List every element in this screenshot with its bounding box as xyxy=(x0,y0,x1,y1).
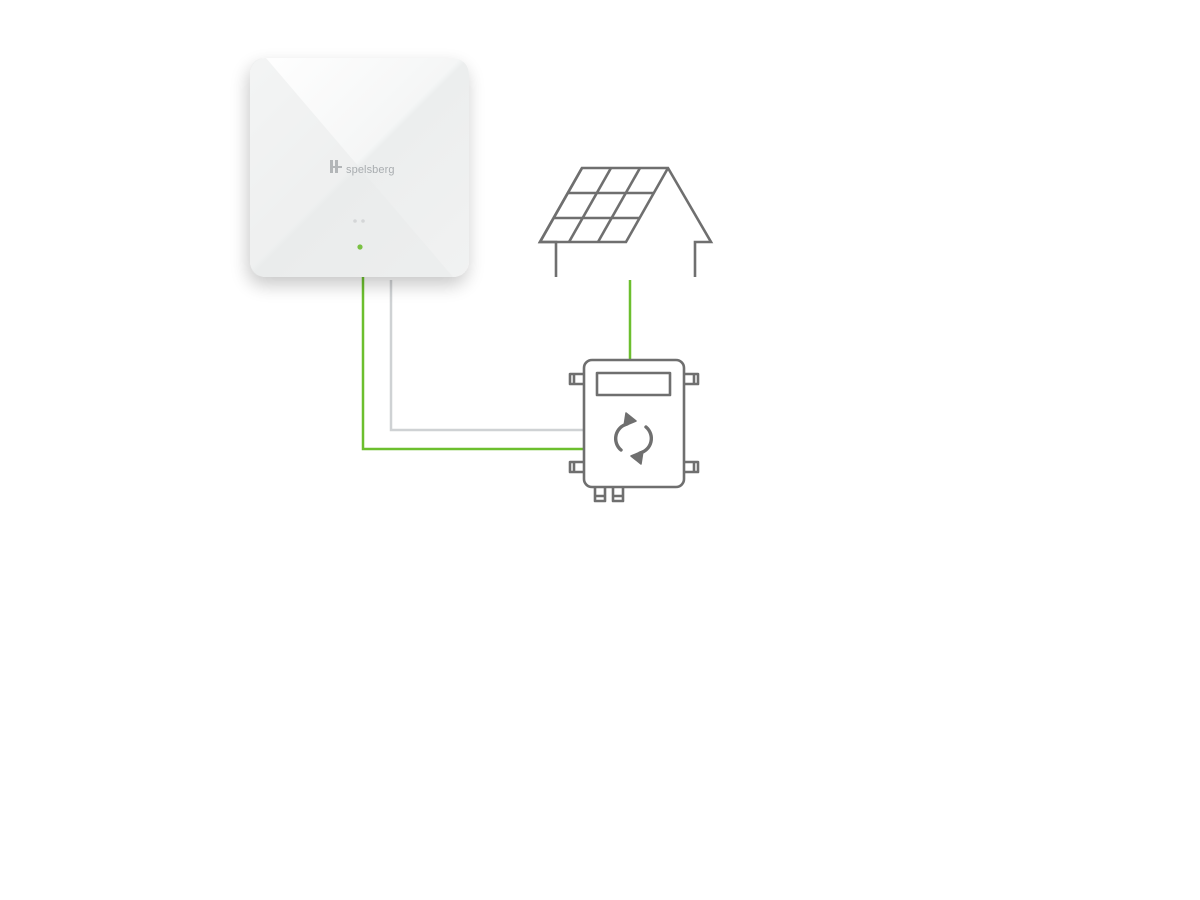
indicator-dot-left xyxy=(353,219,357,223)
indicator-dot-right xyxy=(361,219,365,223)
refresh-arrows-icon xyxy=(614,412,653,465)
wallbox-diagonal-highlight xyxy=(250,58,453,277)
wallbox-device: spelsberg xyxy=(250,58,469,277)
status-led xyxy=(357,244,363,250)
brand-logo: spelsberg xyxy=(330,160,395,176)
grey-cable xyxy=(389,280,586,432)
energy-meter-icon xyxy=(568,358,700,503)
brand-name: spelsberg xyxy=(346,164,395,176)
green-cable-wallbox-to-meter xyxy=(361,276,586,451)
house-with-solar-panels-icon xyxy=(537,166,714,277)
